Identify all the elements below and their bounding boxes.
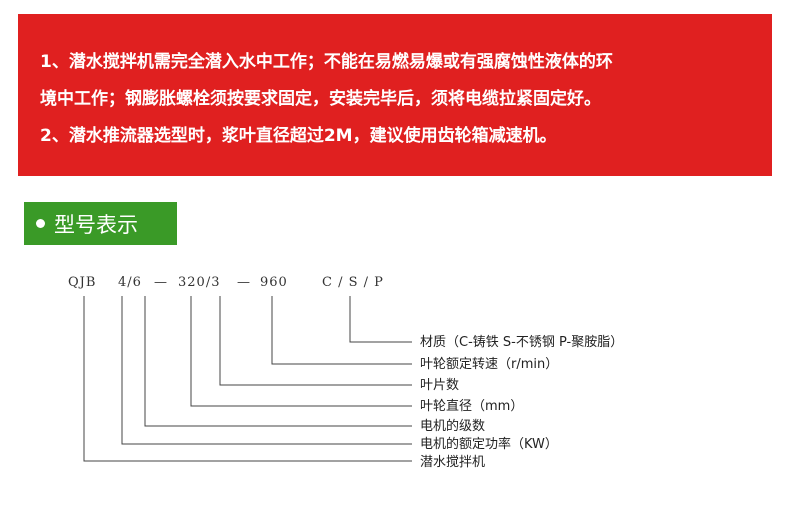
label-rated-speed: 叶轮额定转速（r/min） [420, 357, 559, 372]
connector-material [349, 296, 412, 343]
section-tag: 型号表示 [24, 202, 177, 245]
label-blade-count: 叶片数 [420, 378, 460, 393]
label-impeller-diameter: 叶轮直径（mm） [420, 399, 524, 414]
notice-box: 1、潜水搅拌机需完全潜入水中工作；不能在易燃易爆或有强腐蚀性液体的环 境中工作；… [18, 14, 772, 176]
connector-diameter [190, 296, 412, 407]
label-motor-power: 电机的额定功率（KW） [420, 437, 558, 452]
notice-line-3: 2、潜水推流器选型时，浆叶直径超过2M，建议使用齿轮箱减速机。 [40, 126, 557, 146]
connector-mixer [83, 296, 412, 462]
code-poles: 4/6 [118, 275, 142, 290]
label-mixer: 潜水搅拌机 [420, 455, 486, 470]
connector-speed [271, 296, 412, 365]
code-dash-2: — [237, 275, 251, 290]
code-dash-1: — [154, 275, 168, 290]
connector-power [121, 296, 412, 445]
label-motor-poles: 电机的级数 [420, 419, 486, 434]
code-material: C / S / P [322, 275, 384, 290]
notice-line-2: 境中工作；钢膨胀螺栓须按要求固定，安装完毕后，须将电缆拉紧固定好。 [40, 89, 601, 109]
connector-blades [219, 296, 412, 386]
connector-poles [144, 296, 412, 427]
section-title: 型号表示 [54, 212, 138, 237]
code-speed: 960 [260, 275, 288, 290]
bullet-dot-icon [36, 219, 45, 228]
code-diameter: 320/3 [178, 275, 221, 290]
notice-line-1: 1、潜水搅拌机需完全潜入水中工作；不能在易燃易爆或有强腐蚀性液体的环 [40, 52, 613, 72]
code-qjb: QJB [68, 275, 97, 290]
label-material: 材质（C-铸铁 S-不锈钢 P-聚胺脂） [420, 335, 624, 350]
